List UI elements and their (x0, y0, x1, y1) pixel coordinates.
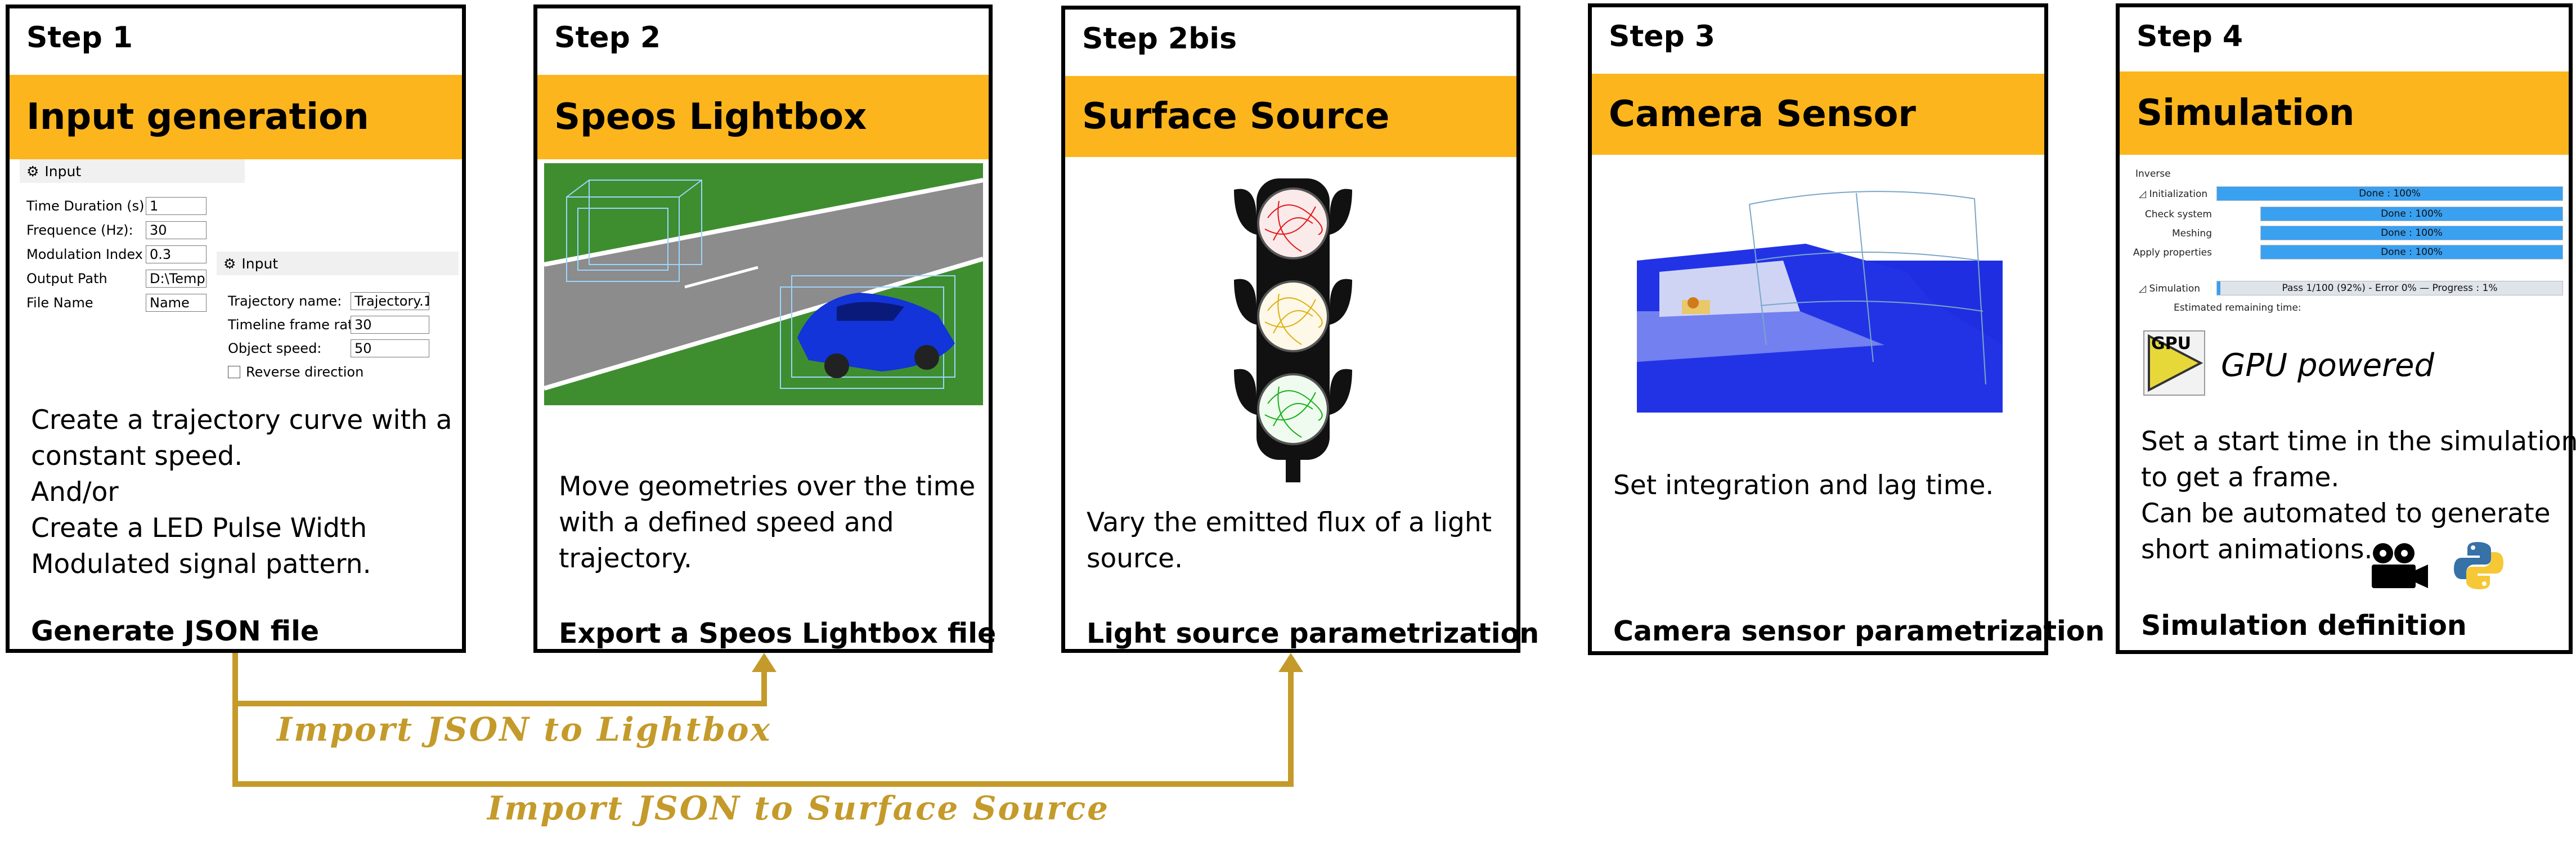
gear-icon: ⚙ (26, 163, 39, 180)
step-description: Create a trajectory curve with a constan… (31, 405, 452, 580)
reverse-direction-row[interactable]: Reverse direction (228, 362, 453, 382)
progress-fill (2261, 207, 2562, 221)
step-footer: Generate JSON file (31, 615, 320, 647)
step-label: Step 2 (554, 21, 661, 55)
dialog-header: ⚙ Input (20, 159, 245, 183)
input-row: Modulation Index 0.3 (26, 244, 218, 265)
apply-properties-bar: Done : 100% (2260, 245, 2563, 259)
step-footer: Simulation definition (2141, 610, 2467, 642)
check-system-bar: Done : 100% (2260, 207, 2563, 221)
dialog-header: ⚙ Input (217, 252, 459, 275)
step-3-card: Step 3 Camera Sensor Set integration and… (1588, 3, 2104, 655)
gpu-powered-label: GPU powered (2221, 347, 2435, 384)
trajectory-name-field[interactable]: Trajectory.1 (351, 292, 429, 310)
frame-rate-field[interactable]: 30 (351, 316, 429, 334)
simulation-bar: Pass 1/100 (92%) - Error 0% — Progress :… (2216, 281, 2563, 295)
input-row: Frequence (Hz): 30 (26, 220, 218, 240)
step-4-card: Step 4 Simulation Inverse ◿ Initializati… (2116, 3, 2576, 654)
movie-camera-icon (2372, 543, 2428, 588)
step-description: Vary the emitted flux of a light source. (1087, 507, 1492, 574)
step-footer: Export a Speos Lightbox file (559, 617, 997, 650)
object-speed-field[interactable]: 50 (351, 339, 429, 357)
initialization-bar: Done : 100% (2216, 186, 2563, 201)
camera-sensor-image (1637, 191, 2003, 413)
gear-icon: ⚙ (223, 255, 236, 272)
step-label: Step 1 (26, 21, 133, 55)
step-title: Camera Sensor (1592, 74, 2044, 155)
progress-fill (2217, 187, 2562, 200)
input-row: Timeline frame rate: 30 (228, 315, 453, 335)
step-label: Step 3 (1609, 20, 1716, 53)
checkbox-label: Reverse direction (246, 364, 364, 380)
step-2-card: Step 2 Speos Lightbox Move geometries ov… (533, 5, 997, 653)
step-footer: Light source parametrization (1087, 617, 1540, 650)
step-description: Set a start time in the simulation to ge… (2141, 426, 2576, 565)
step-description: Set integration and lag time. (1613, 470, 1994, 501)
input-row: Trajectory name: Trajectory.1 (228, 292, 429, 310)
input-row: Output Path D:\Temp (26, 268, 218, 289)
tree-root: Inverse (2135, 168, 2171, 180)
reverse-direction-checkbox[interactable] (228, 366, 240, 378)
import-to-lightbox-label: Import JSON to Lightbox (277, 710, 772, 749)
step-title: Input generation (10, 75, 462, 159)
step-title: Speos Lightbox (537, 75, 989, 159)
import-to-surface-label: Import JSON to Surface Source (487, 789, 1110, 827)
input-dialog-1: ⚙ Input Time Duration (s): 1 Frequence (… (20, 159, 245, 328)
simulation-progress-panel: Inverse ◿ Initialization Done : 100% Che… (2133, 165, 2566, 323)
step-label: Step 2bis (1082, 22, 1237, 56)
meshing-bar: Done : 100% (2260, 226, 2563, 240)
step-1-card: Step 1 Input generation ⚙ Input Time Dur… (6, 5, 466, 653)
step-description: Move geometries over the time with a def… (559, 471, 976, 574)
traffic-light-image (1234, 178, 1352, 482)
progress-fill (2261, 226, 2562, 240)
tree-node-simulation[interactable]: ◿ Simulation (2139, 283, 2201, 294)
python-icon (2454, 542, 2503, 589)
input-dialog-2: ⚙ Input Trajectory name: Trajectory.1 Ti… (217, 252, 459, 392)
file-name-field[interactable]: Name (146, 294, 207, 312)
dialog-title: Input (241, 255, 279, 272)
step-title: Simulation (2120, 71, 2569, 155)
progress-fill (2261, 245, 2562, 259)
lightbox-render-image (544, 163, 983, 405)
step-footer: Camera sensor parametrization (1613, 615, 2105, 647)
tree-node-initialization[interactable]: ◿ Initialization (2139, 189, 2208, 200)
dialog-title: Input (44, 163, 82, 180)
modulation-index-field[interactable]: 0.3 (146, 245, 207, 263)
step-2bis-card: Step 2bis Surface Source Vary the emitte… (1061, 6, 1539, 653)
gpu-icon: GPU (2143, 330, 2205, 396)
time-duration-field[interactable]: 1 (146, 197, 207, 215)
output-path-field[interactable]: D:\Temp (146, 270, 207, 288)
step-title: Surface Source (1065, 76, 1516, 157)
frequence-field[interactable]: 30 (146, 221, 207, 239)
step-label: Step 4 (2137, 20, 2243, 53)
input-row: Object speed: 50 (228, 338, 453, 359)
progress-fill (2217, 281, 2221, 295)
input-row: Time Duration (s): 1 (26, 196, 218, 216)
input-row: File Name Name (26, 293, 218, 313)
